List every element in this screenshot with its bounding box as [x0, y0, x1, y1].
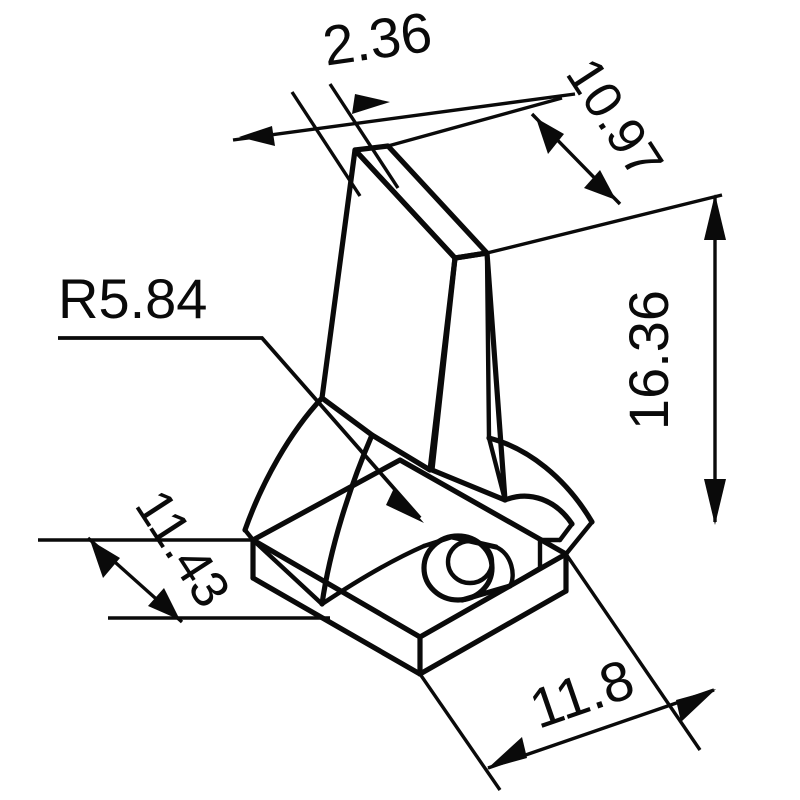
arrow-10-97-upper: [536, 118, 564, 154]
dim-label-10-97: 10.97: [554, 48, 674, 189]
part-geometry-group: [242, 143, 595, 677]
dim-label-16-36: 16.36: [617, 290, 680, 430]
fillet-right-join-edge: [563, 519, 595, 557]
dim-line-2-36: [232, 92, 576, 142]
ext-line-2-36-a: [290, 91, 362, 197]
leader-line-r5-84: [58, 336, 422, 520]
dimension-16-36-group: 16.36: [617, 194, 726, 525]
arrow-2-36-left: [239, 126, 275, 146]
base-inner-notch-edge: [421, 534, 455, 549]
ext-line-11-8-b: [564, 553, 702, 751]
dimension-11-43-group: 11.43: [38, 480, 330, 624]
arrow-2-36-right: [352, 94, 390, 114]
fillet-left-sweep: [242, 395, 325, 533]
arrow-r5-84: [386, 488, 424, 523]
arrow-16-36-top: [704, 194, 726, 240]
pin-end-face-inner: [445, 538, 495, 586]
base-plate-top-face: [250, 457, 569, 640]
arrow-16-36-bottom: [704, 479, 726, 525]
fillet-right-lower-edge: [557, 521, 575, 543]
dim-label-11-43: 11.43: [124, 480, 241, 617]
base-rear-notch-edge: [507, 565, 543, 589]
arrow-11-43-lower: [148, 588, 180, 620]
fillet-left-bottom-arc: [319, 543, 427, 607]
rib-right-inner-edge: [429, 255, 458, 473]
rib-top-face: [352, 143, 490, 261]
dimension-10-97-group: 10.97: [387, 48, 723, 255]
pin-barrel-right-end: [493, 544, 515, 589]
arrow-11-43-upper: [90, 540, 120, 578]
ext-line-11-8-a: [418, 673, 502, 791]
arrow-11-8-left: [487, 737, 527, 769]
dimension-2-36-group: 2.36: [232, 0, 576, 197]
fillet-right-outer-sweep: [486, 435, 595, 525]
fillet-right-rib-edge: [484, 250, 492, 441]
ext-line-2-36-b: [328, 83, 400, 189]
callout-r5-84-group: R5.84: [58, 267, 424, 523]
fillet-right-rib-lower-edge: [486, 435, 508, 503]
dim-label-2-36: 2.36: [319, 0, 436, 77]
rib-base-left-join: [369, 432, 433, 473]
dim-label-r5-84: R5.84: [58, 267, 207, 330]
fillet-right-sweep: [502, 493, 575, 527]
base-plate-front-bottom-edge: [250, 575, 423, 677]
ext-line-10-97-b: [486, 193, 723, 255]
base-plate-right-bottom-edge: [417, 588, 569, 677]
ext-line-10-97-a: [387, 96, 563, 148]
arrow-11-8-right: [676, 689, 716, 722]
arrow-10-97-lower: [584, 170, 616, 200]
pin-barrel-top: [449, 534, 499, 550]
pin-barrel-bottom: [459, 583, 513, 603]
base-rear-left-contour: [250, 537, 325, 607]
dim-label-11-8: 11.8: [522, 647, 642, 741]
